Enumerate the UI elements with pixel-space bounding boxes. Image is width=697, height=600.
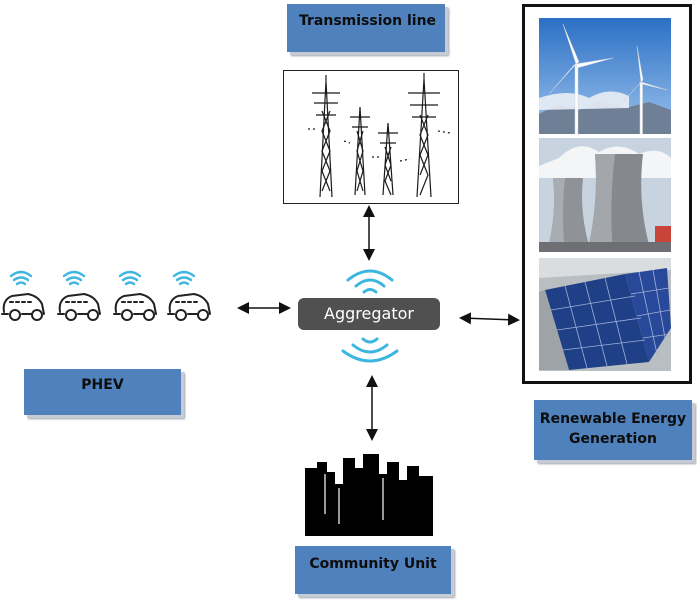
phev-text: PHEV — [81, 377, 124, 393]
renewable-energy-text-2: Generation — [569, 431, 657, 447]
renewable-energy-label: Renewable Energy Generation — [534, 400, 692, 460]
phev-label: PHEV — [24, 369, 181, 415]
transmission-tower-icon — [308, 73, 451, 198]
phev-cars-group — [1, 270, 211, 321]
aggregator-box: Aggregator — [298, 298, 440, 330]
wifi-icon — [341, 337, 399, 363]
city-skyline-icon — [305, 454, 433, 536]
solar-panel-icon — [539, 258, 671, 371]
wind-turbine-icon — [539, 18, 671, 134]
wifi-icon — [9, 270, 33, 286]
electric-car-icon — [57, 292, 101, 321]
wifi-icon — [172, 270, 196, 286]
cooling-tower-icon — [539, 138, 671, 252]
transmission-line-label: Transmission line — [287, 4, 445, 52]
electric-car-icon — [113, 292, 157, 321]
wifi-icon — [346, 269, 394, 294]
electric-car-icon — [1, 292, 45, 321]
transmission-tower-image — [283, 70, 459, 204]
community-unit-text: Community Unit — [309, 556, 437, 572]
transmission-line-text: Transmission line — [299, 13, 437, 29]
wifi-icon — [118, 270, 142, 286]
electric-car-icon — [167, 292, 211, 321]
aggregator-text: Aggregator — [324, 304, 414, 323]
renewable-energy-text-1: Renewable Energy — [539, 411, 687, 427]
arrow-aggregator-renewable — [459, 312, 520, 326]
wifi-icon — [62, 270, 86, 286]
renewable-energy-images — [522, 4, 692, 384]
community-unit-label: Community Unit — [295, 546, 451, 594]
